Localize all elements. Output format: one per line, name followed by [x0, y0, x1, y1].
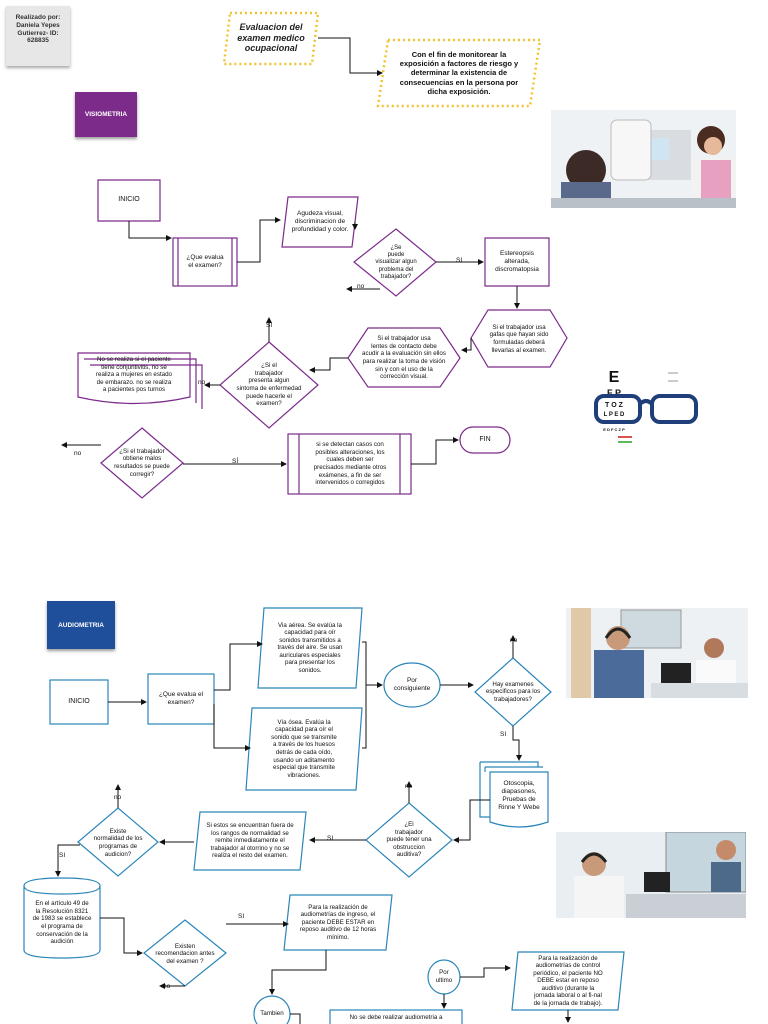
a-inicio-shape: [49, 679, 109, 725]
v-q-problema: ¿Se puede visualizar algun problema del …: [375, 244, 417, 280]
title-parallelogram: [222, 11, 320, 66]
v-lentes: Si el trabajador usa lentes de contacto …: [362, 335, 446, 381]
eye-chart-glasses-image: E F P T O Z L P E D P E C F D E D F C Z …: [592, 362, 704, 456]
title-to-objective-arrow: [318, 37, 383, 76]
objective-parallelogram: [376, 38, 542, 108]
eye-chart-letter-1: F P: [607, 388, 621, 398]
eye-chart-letter-3: L P E D: [604, 412, 625, 418]
v-inicio-shape: [97, 179, 161, 222]
a-fuera-rangos-shape: [193, 811, 307, 871]
a-control-shape: [511, 951, 625, 1011]
visiometria-section-label: VISIOMETRIA: [75, 92, 137, 137]
v-inicio: INICIO: [118, 196, 140, 204]
v-fin-shape: [459, 426, 511, 454]
v-q-malos-shape: [100, 427, 184, 499]
v-label-si-bottom: SÍ: [232, 458, 239, 465]
a-ingreso: Para la realización de audiometrías de i…: [299, 903, 377, 941]
v-casos-shape: [287, 433, 412, 495]
v-label-si-up: SI: [266, 322, 273, 329]
a-que-evalua: ¿Que evalua el examen?: [158, 691, 204, 706]
a-q-obstruccion: ¿El trabajador puede tener una obstrucci…: [386, 821, 432, 859]
a-label-no2: no: [405, 783, 413, 790]
v-label-no3: no: [74, 450, 82, 457]
a-label-no4: no: [163, 983, 171, 990]
v-no-realiza: No se realiza si el paciente tiene conju…: [95, 356, 172, 394]
author-note: Realizado por: Daniela Yepes Gutierrez- …: [6, 6, 70, 66]
a-label-no3: no: [114, 794, 122, 801]
v-label-no: no: [357, 283, 365, 290]
v-estereopsis: Estereopsis alterada, discromatopsia: [495, 250, 539, 273]
a-por-ultimo: Por ultimo: [435, 969, 453, 984]
a-que-evalua-shape: [147, 673, 215, 725]
a-articulo: En el artículo 49 de la Resolución 8321 …: [32, 900, 92, 946]
a-label-si2: SI: [327, 835, 334, 842]
a-no-debe: No se debe realizar audiometria a: [349, 1014, 443, 1022]
eye-exam-photo: [551, 110, 736, 208]
v-label-no2: no: [198, 379, 206, 386]
a-control: Para la realización de audiometrías de c…: [533, 954, 603, 1007]
v-agudeza: Agudeza visual, discriminacion de profun…: [291, 210, 349, 233]
a-via-osea: Vía ósea. Evalúa la capacidad para oír e…: [271, 718, 337, 779]
a-ingreso-shape: [283, 894, 393, 951]
v-estereopsis-shape: [484, 237, 550, 287]
a-q-recomendacion: Existen recomendacion antes del examen ?: [155, 942, 215, 965]
a-articulo-shape: [23, 877, 101, 959]
v-q-sintoma: ¿Si el trabajador presenta algun sintoma…: [236, 362, 302, 408]
a-tambien: Tambien: [260, 1010, 284, 1018]
a-via-aerea-shape: [257, 607, 363, 689]
audiometria-section-label: AUDIOMETRIA: [47, 601, 115, 649]
a-q-normalidad-shape: [77, 807, 159, 877]
a-q-obstruccion-shape: [365, 802, 453, 878]
v-que-evalua-shape: [172, 237, 238, 287]
a-label-si4: SI: [238, 913, 245, 920]
v-q-sintoma-shape: [219, 341, 319, 429]
v-q-malos: ¿Si el trabajador obtiene malos resultad…: [114, 447, 170, 478]
a-q-normalidad: Existe normalidad de los programas de au…: [93, 827, 143, 858]
a-via-aerea: Via aérea. Se evalúa la capacidad para o…: [277, 621, 343, 674]
a-otoscopia: Otoscopia, diapasones, Pruebas de Rinne …: [498, 780, 540, 811]
a-inicio: INICIO: [68, 697, 90, 705]
a-label-si3: SI: [59, 852, 66, 859]
header-objective: Con el fin de monitorear la exposición a…: [399, 50, 519, 96]
a-fuera-rangos: Si estos se encuentran fuera de los rang…: [206, 822, 294, 860]
hearing-exam-photo-2: [556, 832, 746, 918]
v-no-realiza-shape: [77, 352, 191, 405]
a-por-consiguiente: Por consiguiente: [393, 677, 431, 692]
v-gafas: Si el trabajador usa gafas que hayan sid…: [489, 323, 549, 354]
a-q-examenes: Hay examenes especificos para los trabaj…: [485, 680, 541, 703]
v-agudeza-shape: [281, 196, 359, 248]
a-no-debe-shape: [329, 1009, 463, 1024]
a-label-si: SI: [500, 731, 507, 738]
v-casos: si se detectan casos con posibles altera…: [313, 441, 387, 487]
hearing-exam-photo-1: [566, 608, 748, 698]
a-via-osea-shape: [245, 707, 363, 791]
v-q-problema-shape: [353, 228, 437, 297]
v-fin: FIN: [479, 435, 491, 443]
eye-chart-letter-5: E D F C Z P: [603, 427, 625, 432]
v-que-evalua: ¿Que evalua el examen?: [186, 254, 224, 269]
header-title: Evaluacion del examen medico ocupacional: [237, 21, 305, 54]
eye-chart-letter-2: T O Z: [605, 402, 624, 409]
a-label-no: no: [510, 637, 518, 644]
v-label-si: SI: [456, 257, 463, 264]
a-otoscopia-shape: [489, 771, 549, 828]
eye-chart-letter-0: E: [609, 369, 620, 386]
